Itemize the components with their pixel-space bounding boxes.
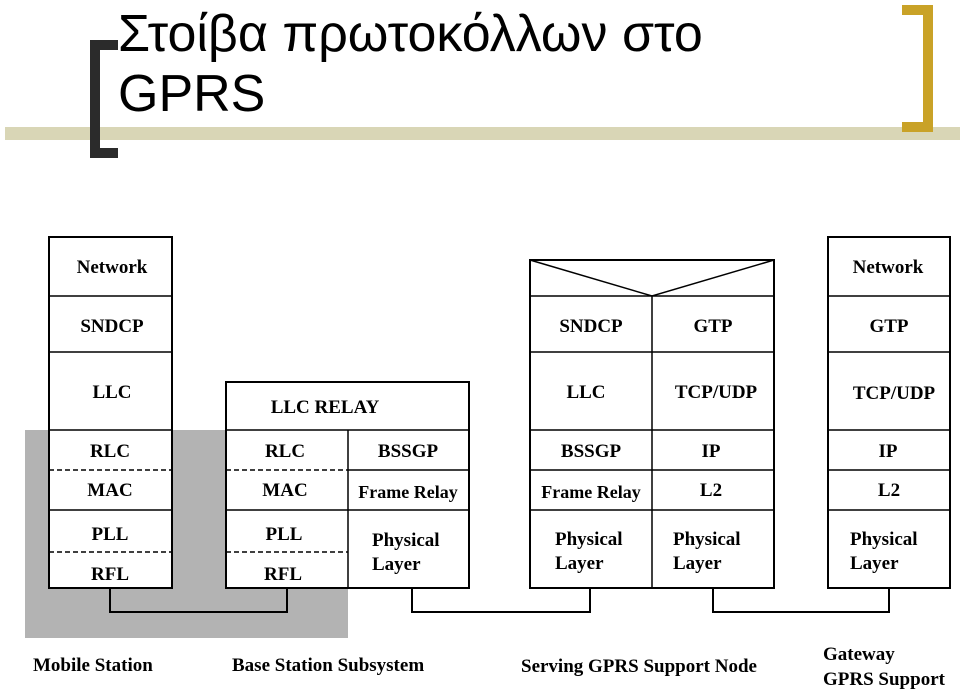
link-ms-bss <box>109 588 288 613</box>
link-sgsn-ggsn <box>712 588 890 613</box>
ggsn-layer-label: Layer <box>850 553 899 574</box>
sgsn-caption: Serving GPRS Support Node <box>521 656 757 677</box>
ggsn-gtp-label: GTP <box>869 316 908 337</box>
sgsn-layer-label-left: Layer <box>555 553 604 574</box>
ggsn-network-label: Network <box>853 257 924 278</box>
sgsn-frame-relay-label: Frame Relay <box>541 482 640 502</box>
bss-caption: Base Station Subsystem <box>232 655 424 676</box>
ggsn-caption-line1: Gateway <box>823 644 895 665</box>
bss-frame-relay-label: Frame Relay <box>358 482 457 502</box>
ggsn-l2-label: L2 <box>878 480 900 501</box>
sgsn-relay-wedge <box>529 259 775 297</box>
ms-llc-label: LLC <box>92 382 131 403</box>
right-bracket <box>902 5 933 132</box>
bss-llc-relay-label: LLC RELAY <box>271 397 380 418</box>
title-line-2: GPRS <box>118 65 266 123</box>
ms-rlc-label: RLC <box>90 441 130 462</box>
sgsn-sndcp-label: SNDCP <box>559 316 623 337</box>
ms-mac-label: MAC <box>87 480 132 501</box>
sgsn-physical-label-right: Physical <box>673 529 741 550</box>
ggsn-caption-line2: GPRS Support <box>823 669 946 689</box>
title-underline-bar <box>5 127 960 140</box>
left-bracket <box>90 40 118 158</box>
ggsn-ip-label: IP <box>879 441 898 462</box>
bss-layer-label: Layer <box>372 554 421 575</box>
sgsn-bssgp-label: BSSGP <box>561 441 622 462</box>
sgsn-gtp-label: GTP <box>693 316 732 337</box>
sgsn-ip-label: IP <box>702 441 721 462</box>
sgsn-layer-label-right: Layer <box>673 553 722 574</box>
title-line-1: Στοίβα πρωτοκόλλων στο <box>118 5 703 63</box>
sgsn-physical-label-left: Physical <box>555 529 623 550</box>
bss-rlc-label: RLC <box>265 441 305 462</box>
bss-pll-label: PLL <box>266 524 303 545</box>
page-title: Στοίβα πρωτοκόλλων στο GPRS <box>118 4 818 124</box>
sgsn-tcpudp-label: TCP/UDP <box>675 382 758 403</box>
ggsn-tcpudp-label: TCP/UDP <box>853 383 936 404</box>
bss-bssgp-label: BSSGP <box>378 441 439 462</box>
ms-rfl-label: RFL <box>91 564 129 585</box>
mobile-station-caption: Mobile Station <box>33 655 153 676</box>
bss-rfl-label: RFL <box>264 564 302 585</box>
link-bss-sgsn <box>411 588 591 613</box>
ggsn-physical-label: Physical <box>850 529 918 550</box>
bss-physical-label: Physical <box>372 530 440 551</box>
ms-pll-label: PLL <box>92 524 129 545</box>
sgsn-llc-label: LLC <box>566 382 605 403</box>
ms-sndcp-label: SNDCP <box>80 316 144 337</box>
bss-mac-label: MAC <box>262 480 307 501</box>
ms-network-label: Network <box>77 257 148 278</box>
sgsn-l2-label: L2 <box>700 480 722 501</box>
